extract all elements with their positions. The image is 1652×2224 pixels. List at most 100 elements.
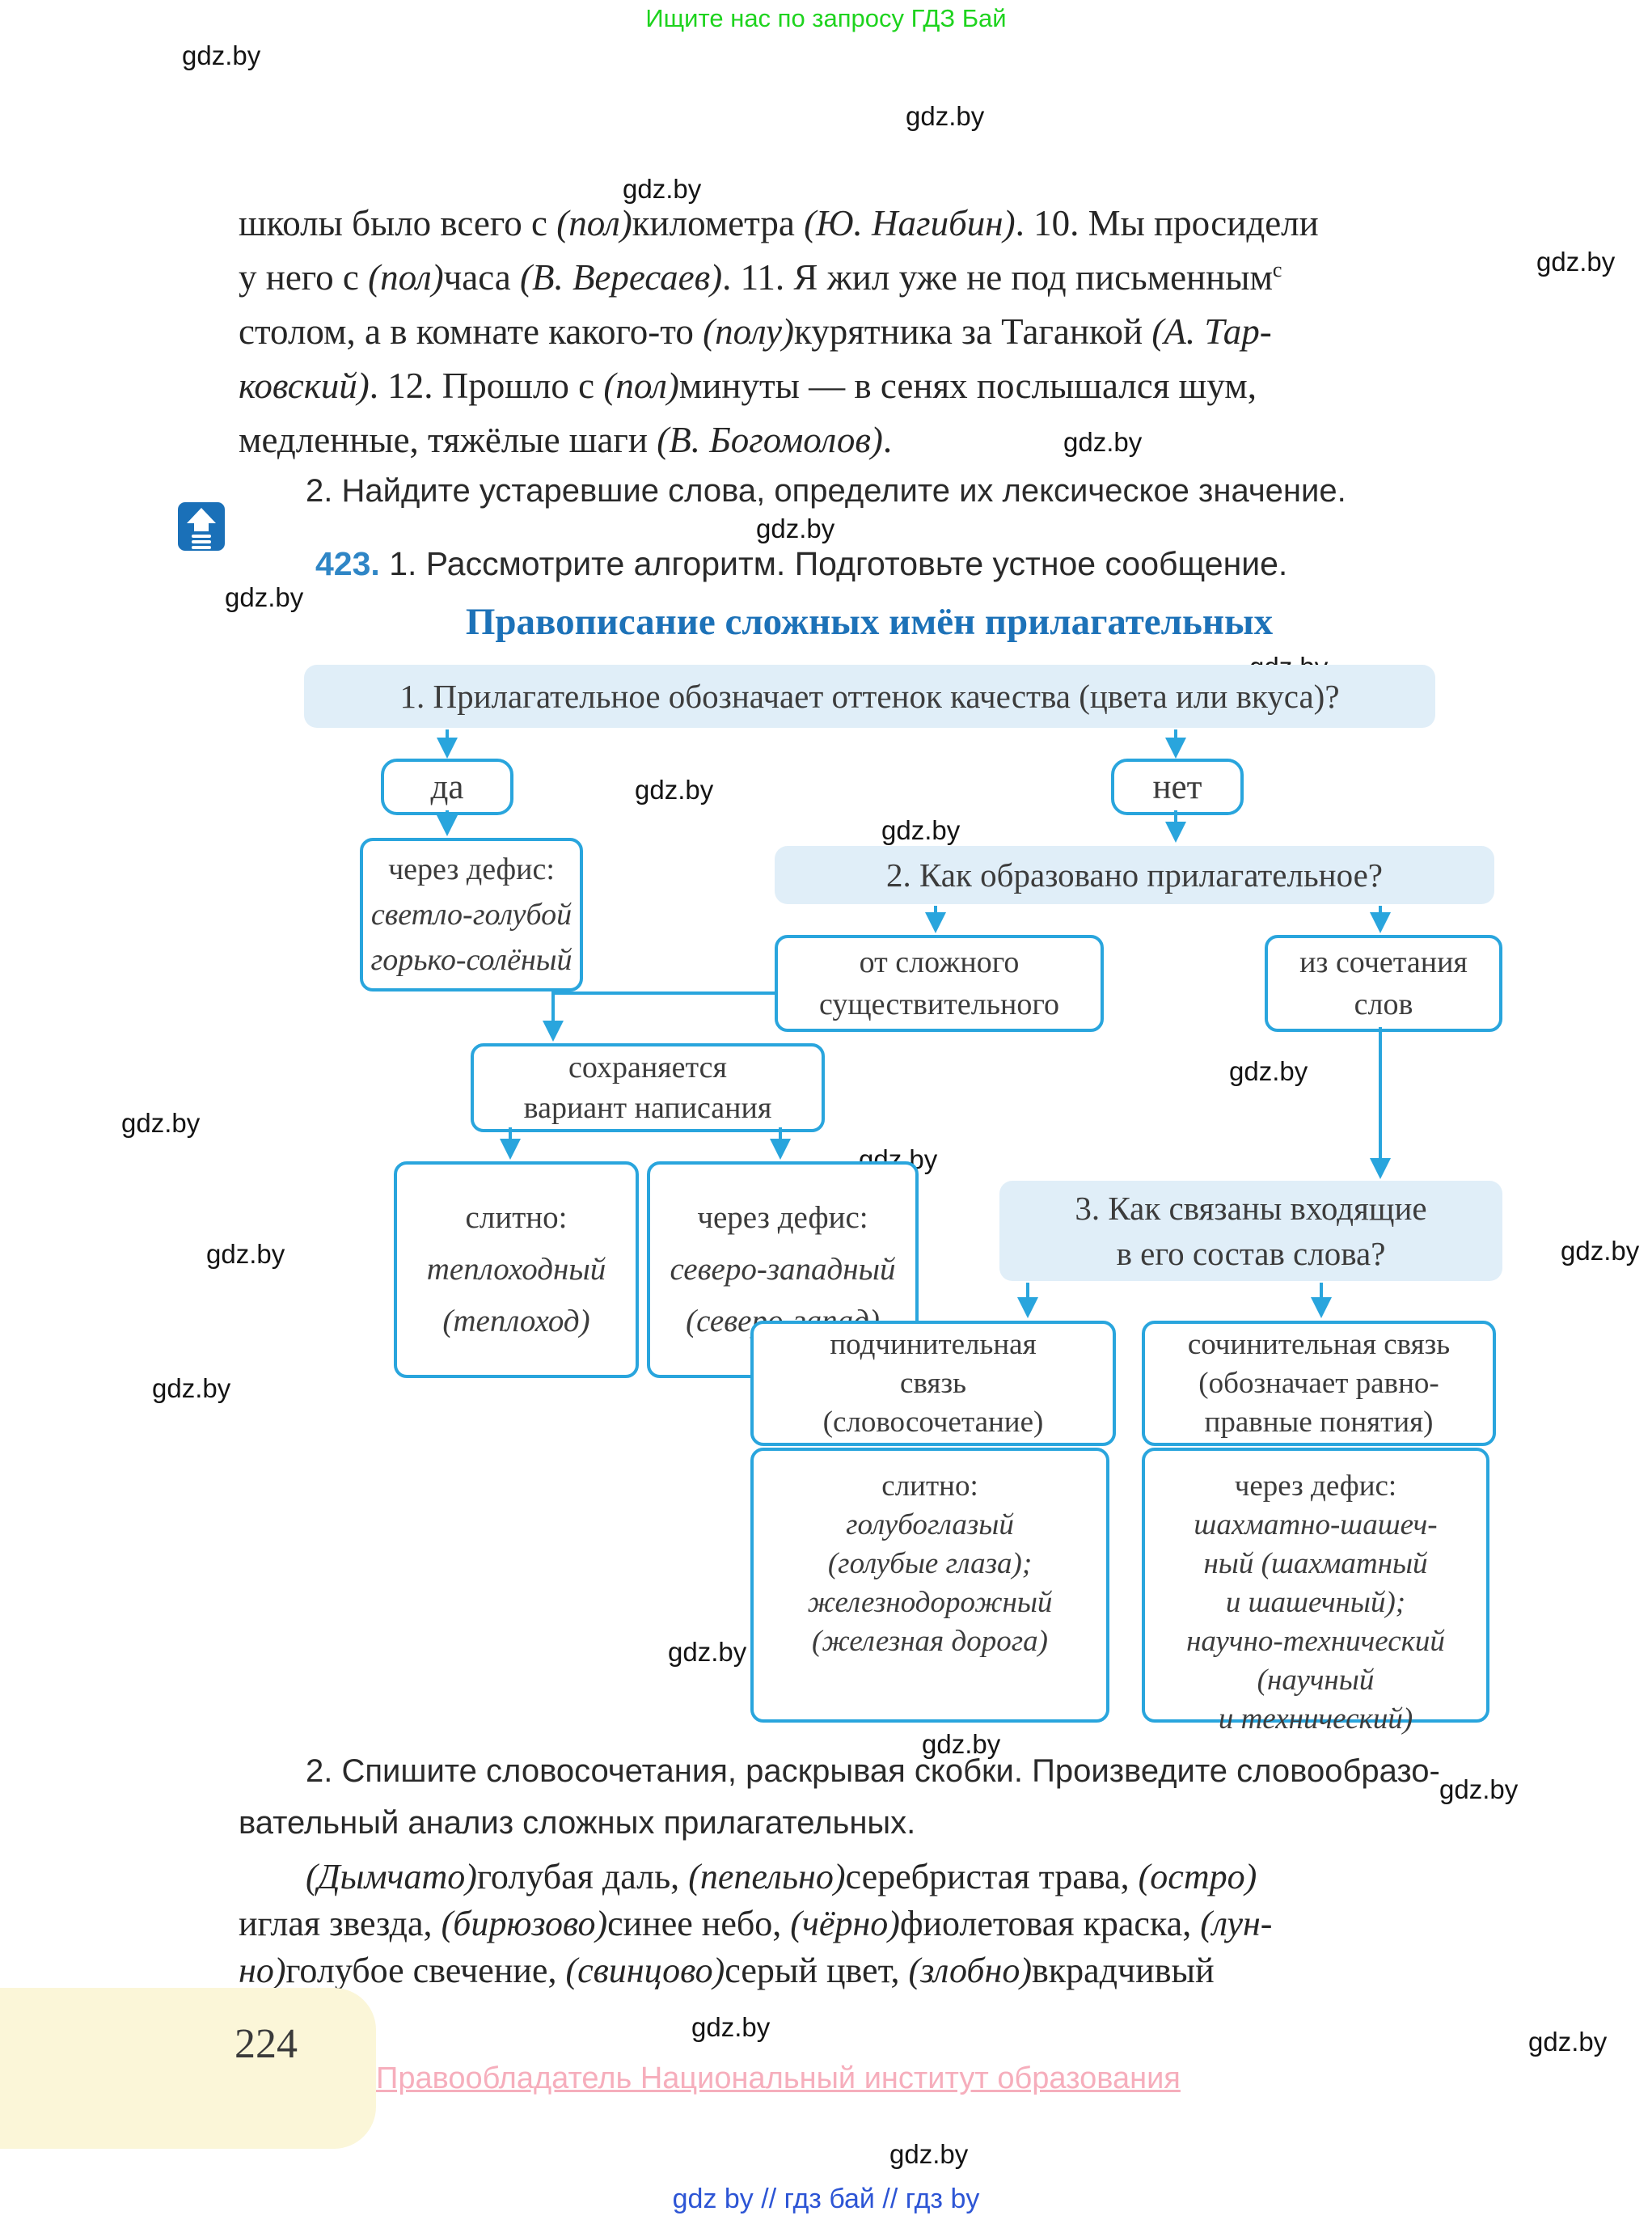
text-run: иглая звезда, [239, 1904, 442, 1943]
flow-arrow [446, 810, 449, 817]
flow-box-line: через дефис: [388, 847, 555, 892]
text-line: столом, а в комнате какого-то (полу)куря… [239, 305, 1532, 359]
flow-box-line: существительного [819, 983, 1059, 1025]
text-run: 3. Как связаны входящие [1075, 1190, 1427, 1227]
flow-box-line: научно-технический [1186, 1622, 1445, 1661]
flow-box-line: от сложного [860, 941, 1020, 983]
word-list-line: но)голубое свечение, (свинцово)серый цве… [239, 1947, 1532, 1994]
flow-arrow [1320, 1283, 1323, 1299]
text-run: (пепельно) [688, 1857, 846, 1896]
text-run: из сочетания [1299, 945, 1468, 979]
text-run: 1. Прилагательное обозначает оттенок кач… [399, 678, 1340, 715]
flow-arrow [1174, 810, 1177, 823]
text-run: (пол) [368, 257, 444, 298]
flow-box-line: сохраняется [568, 1047, 727, 1088]
flow-arrowhead [437, 738, 458, 759]
watermark: gdz.by [182, 40, 261, 70]
text-run: у него с [239, 257, 369, 298]
flow-arrow [509, 1127, 512, 1140]
footer-links[interactable]: gdz by // гдз бай // гдз by [672, 2184, 980, 2214]
copyright-link[interactable]: Правообладатель Национальный институт об… [376, 2061, 1181, 2095]
exercise-text-block: школы было всего с (пол)километра (Ю. На… [239, 197, 1532, 467]
text-run: голубая даль, [476, 1857, 689, 1896]
scroll-up-icon[interactable] [178, 502, 225, 551]
exercise-number: 423. [315, 545, 380, 582]
text-run: вкрадчивый [1031, 1951, 1215, 1990]
flow-box-line: нет [1153, 767, 1202, 807]
text-run: (теплоход) [442, 1304, 590, 1338]
watermark: gdz.by [1561, 1236, 1640, 1266]
flow-box-line: (голубые глаза); [828, 1545, 1032, 1583]
text-run: научно-технический [1186, 1625, 1445, 1658]
flow-box-line: правные понятия) [1205, 1403, 1434, 1442]
text-run: слитно: [465, 1200, 568, 1235]
word-list-line: иглая звезда, (бирюзово)синее небо, (чёр… [239, 1901, 1532, 1947]
text-run: синее небо, [607, 1904, 791, 1943]
exercise-423-heading: 423. 1. Рассмотрите алгоритм. Подготовьт… [315, 545, 1287, 583]
flow-box-line: 2. Как образовано прилагательное? [886, 856, 1383, 894]
text-run: (В. Вересаев) [519, 257, 723, 298]
page-number: 224 [234, 2021, 298, 2067]
text-run: теплоходный [426, 1252, 606, 1287]
text-run: через дефис: [388, 852, 555, 886]
watermark: gdz.by [889, 2139, 969, 2169]
text-run: слов [1354, 987, 1413, 1021]
text-run: голубоглазый [846, 1508, 1014, 1541]
flow-box-line: 1. Прилагательное обозначает оттенок кач… [399, 677, 1339, 716]
text-run: (полу) [703, 311, 794, 352]
flow-arrowhead [925, 912, 946, 933]
flow-box-from-word-combo: из сочетания слов [1265, 935, 1502, 1032]
text-run: сохраняется [568, 1051, 727, 1085]
flow-arrow [551, 991, 555, 1022]
text-run: . 12. Прошло с [369, 366, 604, 406]
flow-box-line: (теплоход) [442, 1296, 589, 1347]
flow-arrowhead [1165, 738, 1186, 759]
flow-box-line: слитно: [881, 1467, 978, 1506]
text-run: ковский) [239, 366, 370, 406]
text-run: (Дымчато) [306, 1857, 477, 1896]
text-run: связь [900, 1366, 966, 1400]
flow-answer-yes: да [381, 759, 513, 815]
flow-box-solid-result: слитно: голубоглазый (голубые глаза);желез… [750, 1448, 1109, 1723]
text-run: правные понятия) [1204, 1405, 1434, 1439]
text-run: сочинительная связь [1187, 1327, 1451, 1361]
flow-box-line: слов [1354, 983, 1413, 1025]
flow-arrowhead [437, 815, 458, 836]
task-2-line-2: вательный анализ сложных прилагательных. [239, 1805, 916, 1841]
flow-box-line: (железная дорога) [812, 1622, 1048, 1661]
flow-answer-no: нет [1111, 759, 1244, 815]
flow-box-line: железнодорожный [808, 1583, 1053, 1622]
flow-box-line: в его состав слова? [1117, 1231, 1386, 1276]
text-run: (А. Тар- [1151, 311, 1272, 352]
flow-arrowhead [1370, 912, 1391, 933]
flow-box-line: северо-западный [670, 1244, 895, 1296]
flow-arrowhead [500, 1139, 521, 1160]
text-line: ковский). 12. Прошло с (пол)минуты — в с… [239, 359, 1532, 413]
flow-box-line: голубоглазый [846, 1506, 1014, 1545]
flow-arrow [1379, 1027, 1382, 1160]
algorithm-title: Правописание сложных имён прилагательных [465, 601, 1274, 643]
flow-box-line: ный (шахматный [1203, 1545, 1427, 1583]
text-run: минуты — в сенях послышался шум, [678, 366, 1257, 406]
watermark: gdz.by [1229, 1056, 1308, 1086]
flow-box-coordinate-link: сочинительная связь(обозначает равно-пра… [1142, 1321, 1496, 1446]
text-run: (свинцово) [565, 1951, 725, 1990]
flow-arrow [779, 1127, 782, 1140]
text-run: слитно: [881, 1469, 978, 1503]
flow-elbow-line [551, 991, 775, 995]
watermark: gdz.by [906, 101, 985, 131]
flow-box-line: сочинительная связь [1188, 1326, 1450, 1364]
flow-question-1: 1. Прилагательное обозначает оттенок кач… [304, 665, 1435, 728]
text-run: столом, а в комнате какого-то [239, 311, 703, 352]
flow-arrow [1174, 729, 1177, 741]
flow-box-line: вариант написания [524, 1088, 772, 1128]
text-run: (словосочетание) [822, 1405, 1044, 1439]
flow-box-line: и шашечный); [1226, 1583, 1405, 1622]
watermark: gdz.by [152, 1373, 231, 1403]
flow-box-line: через дефис: [1235, 1467, 1396, 1506]
flow-arrowhead [1017, 1297, 1038, 1318]
flow-question-2: 2. Как образовано прилагательное? [775, 846, 1494, 904]
